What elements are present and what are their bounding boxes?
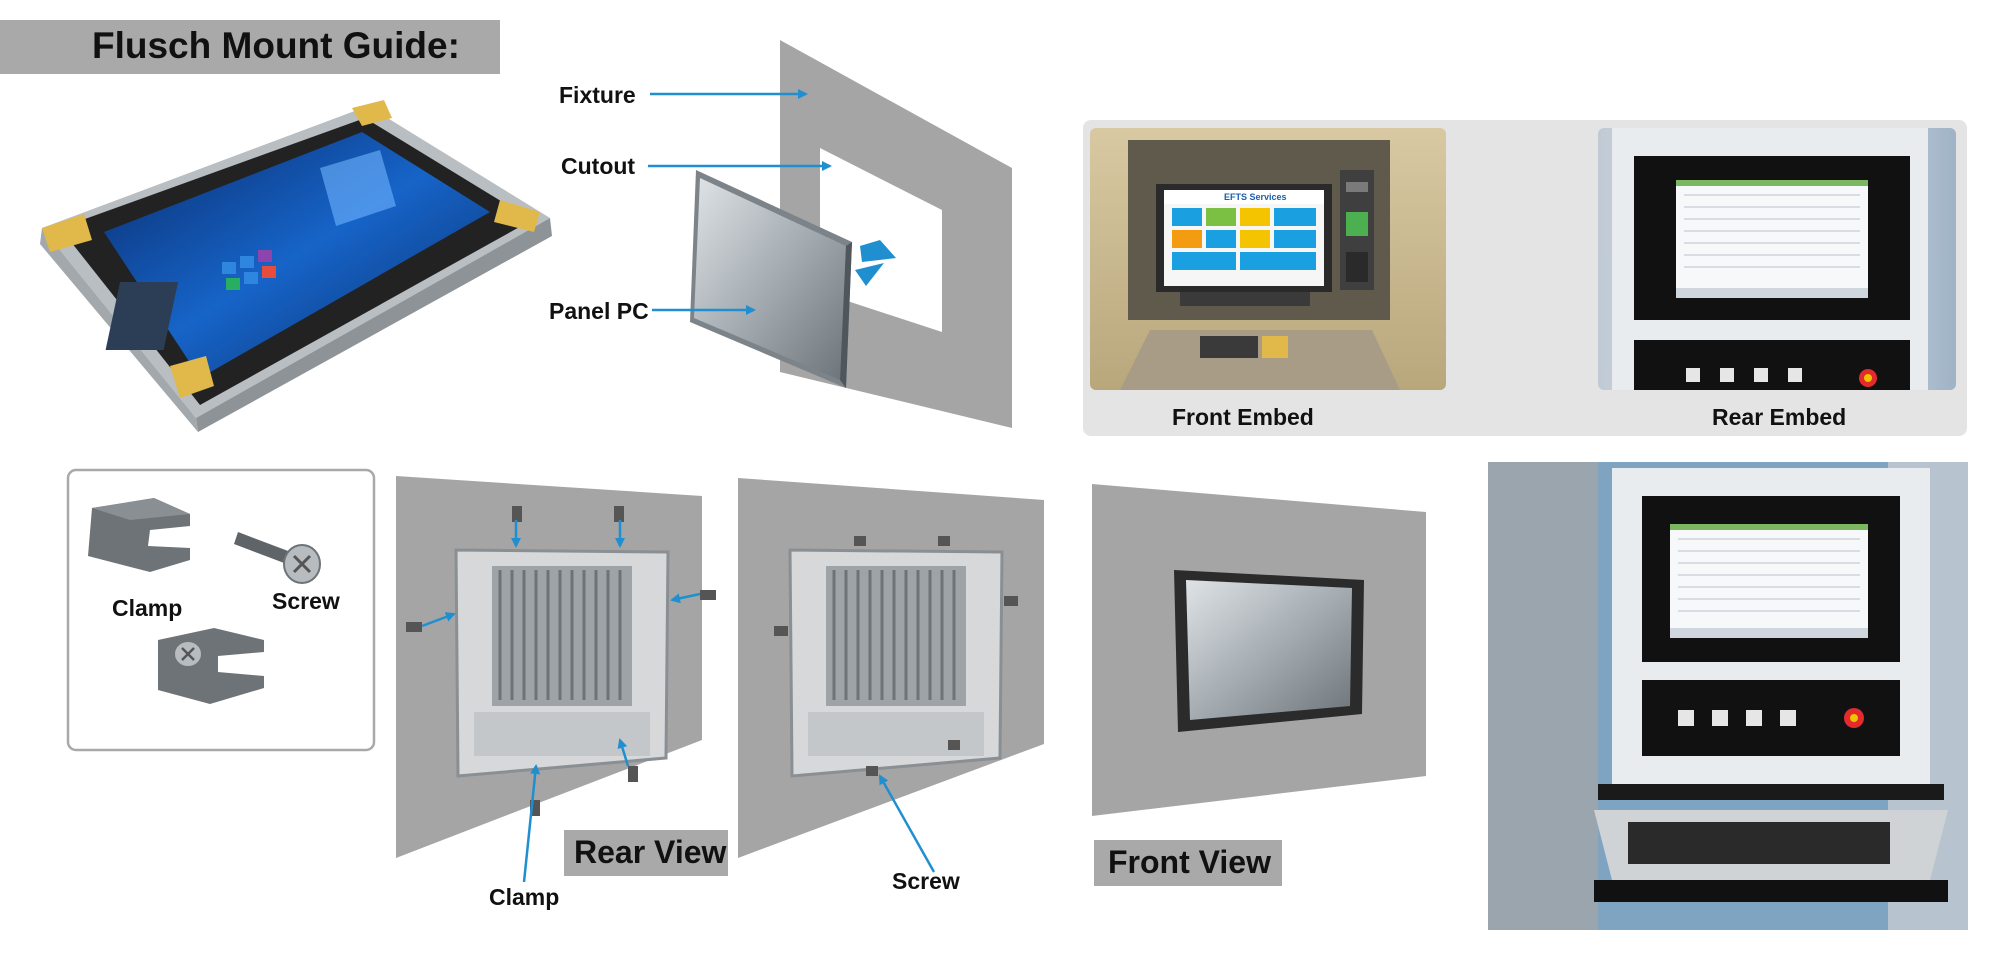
rear-view-clamp-diagram bbox=[396, 476, 716, 858]
rear-view-clamp-label: Clamp bbox=[489, 884, 560, 910]
screw-arrow-icon bbox=[878, 774, 936, 873]
rear-embed-photo bbox=[1598, 128, 1956, 390]
rear-view-tag-bg bbox=[564, 830, 728, 876]
front-view-diagram bbox=[1092, 484, 1426, 816]
clamp-icon bbox=[88, 498, 190, 572]
page-title: Flusch Mount Guide: bbox=[92, 25, 460, 66]
cutout-opening bbox=[820, 148, 942, 332]
insert-arrow-icon bbox=[860, 240, 896, 262]
rear-embed-label: Rear Embed bbox=[1712, 404, 1847, 430]
console-photo bbox=[1488, 462, 1968, 930]
svg-text:EFTS Services: EFTS Services bbox=[1224, 192, 1287, 202]
parts-clamp-label: Clamp bbox=[112, 595, 183, 621]
panel-pc-label: Panel PC bbox=[549, 298, 649, 324]
front-embed-label: Front Embed bbox=[1172, 404, 1314, 430]
title-bar bbox=[0, 20, 500, 74]
atm-screen-title: EFTS Services bbox=[1224, 192, 1287, 202]
rear-view-tag: Rear View bbox=[574, 834, 727, 870]
cutout-label: Cutout bbox=[561, 153, 636, 179]
atm-photo bbox=[1090, 128, 1446, 390]
screw-icon bbox=[234, 532, 321, 584]
panel-pc-product-image bbox=[40, 100, 552, 432]
rear-view-screw-diagram bbox=[738, 478, 1044, 858]
parts-screw-label: Screw bbox=[272, 588, 340, 614]
fixture-label: Fixture bbox=[559, 82, 636, 108]
panel-pc-exploded bbox=[690, 170, 852, 388]
rear-view-arrows bbox=[421, 520, 701, 883]
front-view-tag-bg bbox=[1094, 840, 1282, 886]
clamp-with-screw-icon bbox=[158, 628, 264, 704]
insert-arrow-head-icon bbox=[855, 263, 884, 286]
rear-view-screw-label: Screw bbox=[892, 868, 960, 894]
front-view-tag: Front View bbox=[1108, 844, 1271, 880]
